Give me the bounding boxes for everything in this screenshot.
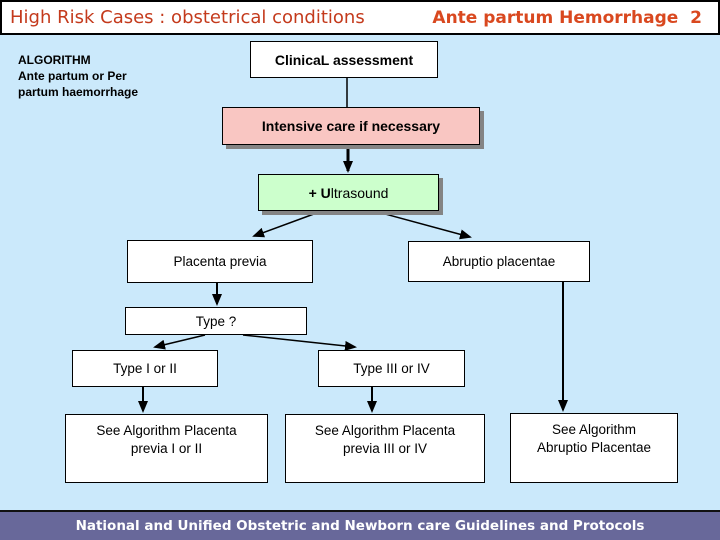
- box-see-algorithm-previa-3-4: See Algorithm Placenta previa III or IV: [285, 414, 485, 483]
- title-bar: High Risk Cases : obstetrical conditions…: [0, 0, 720, 35]
- box-ultrasound-label-bold: + U: [308, 184, 331, 201]
- box-intensive-care: Intensive care if necessary: [222, 107, 480, 145]
- box-see-algorithm-previa-1-2: See Algorithm Placenta previa I or II: [65, 414, 268, 483]
- box-ultrasound-label-rest: ltrasound: [330, 184, 389, 201]
- box-abruptio-placentae: Abruptio placentae: [408, 241, 590, 282]
- box-clinical-assessment: ClinicaL assessment: [250, 41, 438, 78]
- page-title: High Risk Cases : obstetrical conditions: [10, 7, 365, 28]
- box-placenta-previa: Placenta previa: [127, 240, 313, 283]
- footer-bar: National and Unified Obstetric and Newbo…: [0, 510, 720, 540]
- box-type-question: Type ?: [125, 307, 307, 335]
- algorithm-label: ALGORITHM Ante partum or Per partum haem…: [18, 53, 139, 99]
- box-type-1-or-2: Type I or II: [72, 350, 218, 387]
- footer-text: National and Unified Obstetric and Newbo…: [75, 518, 645, 534]
- page-subtitle: Ante partum Hemorrhage 2: [432, 7, 702, 28]
- box-type-3-or-4: Type III or IV: [318, 350, 465, 387]
- box-see-algorithm-abruptio: See Algorithm Abruptio Placentae: [510, 413, 678, 483]
